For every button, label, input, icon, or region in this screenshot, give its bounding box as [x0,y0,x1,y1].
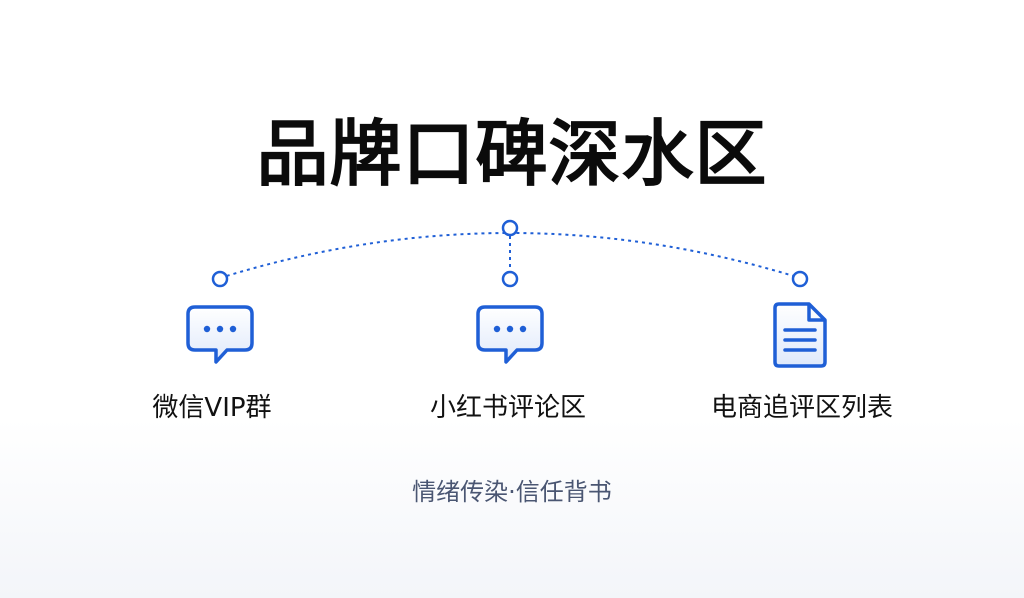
node-left [211,270,229,288]
channel-label-ecommerce: 电商追评区列表 [710,393,893,423]
channel-label-xiaohongshu: 小红书评论区 [429,393,586,423]
node-top [501,219,519,237]
node-center [501,270,519,288]
footer-caption: 情绪传染·信任背书 [412,478,612,506]
chat-bubble-icon [476,305,544,364]
connector-arc [219,232,801,279]
diagram-title: 品牌口碑深水区 [256,112,768,196]
node-right [791,270,809,288]
chat-bubble-icon [186,305,254,364]
channel-label-wechat: 微信VIP群 [152,393,272,423]
document-icon [773,302,827,368]
